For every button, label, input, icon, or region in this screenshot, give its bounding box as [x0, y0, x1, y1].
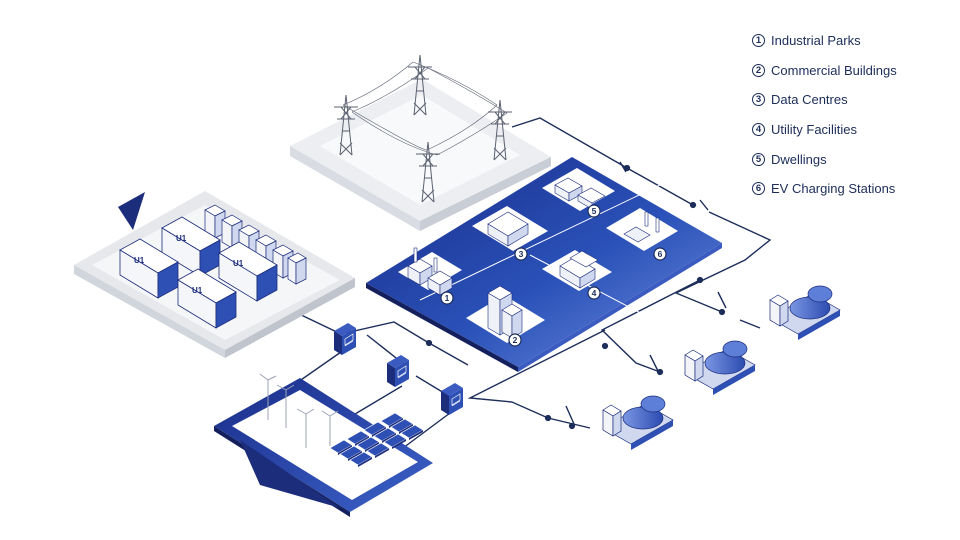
legend-label: Data Centres	[771, 92, 848, 108]
power-lines	[342, 61, 508, 156]
legend-number: 2	[752, 63, 765, 77]
solar-panels-icon	[329, 412, 424, 467]
legend-label: EV Charging Stations	[771, 181, 896, 197]
legend-number: 1	[752, 34, 765, 48]
legend-number: 6	[752, 182, 765, 196]
legend-label: Dwellings	[771, 151, 827, 167]
solar-panel	[390, 418, 414, 434]
inverter-icon	[334, 323, 463, 415]
svg-text:1: 1	[445, 293, 450, 303]
legend-label: Industrial Parks	[771, 33, 861, 49]
inverter-box	[441, 383, 463, 415]
legend-item-ev-charging-stations: 6 EV Charging Stations	[752, 174, 952, 204]
solar-panel	[356, 436, 380, 452]
marker-6: 6	[653, 247, 667, 261]
connection-lines	[296, 117, 772, 449]
marker-4: 4	[587, 286, 601, 300]
facility-markers: 1 2 3 4 5 6	[440, 204, 667, 347]
pylon-icon	[334, 54, 512, 203]
container-unit	[218, 241, 278, 302]
inverter-box	[387, 355, 409, 387]
legend-number: 3	[752, 93, 765, 107]
solar-panel	[329, 439, 353, 455]
svg-text:4: 4	[592, 288, 597, 298]
svg-text:3: 3	[519, 249, 524, 259]
switch-symbols	[425, 161, 727, 430]
legend-label: Utility Facilities	[771, 122, 857, 138]
legend-item-commercial-buildings: 2 Commercial Buildings	[752, 56, 952, 86]
legend-item-dwellings: 5 Dwellings	[752, 144, 952, 174]
battery-storage-pad	[74, 191, 355, 358]
solar-panel	[366, 442, 390, 458]
marker-3: 3	[514, 247, 528, 261]
solar-panel	[346, 430, 370, 446]
marker-1: 1	[440, 291, 454, 305]
facility-buildings	[407, 177, 660, 339]
legend-item-industrial-parks: 1 Industrial Parks	[752, 26, 952, 56]
solar-panel	[380, 412, 404, 428]
svg-text:5: 5	[592, 206, 597, 216]
generator-icon	[602, 285, 841, 450]
legend-number: 4	[752, 123, 765, 137]
legend-label: Commercial Buildings	[771, 62, 897, 78]
solar-panel	[339, 445, 363, 461]
solar-panel	[363, 421, 387, 437]
solar-panel	[349, 451, 373, 467]
svg-text:6: 6	[658, 249, 663, 259]
legend-number: 5	[752, 152, 765, 166]
solar-panel	[400, 424, 424, 440]
container-unit	[119, 238, 179, 299]
wind-turbine-icon	[259, 373, 339, 448]
container-unit	[177, 268, 237, 329]
legend: 1 Industrial Parks 2 Commercial Building…	[752, 26, 952, 204]
marker-2: 2	[508, 333, 522, 347]
container-label: U1	[192, 286, 203, 295]
solar-panel	[373, 427, 397, 443]
container-label: U1	[176, 234, 187, 243]
generator-unit	[684, 340, 756, 395]
generator-unit	[602, 395, 674, 450]
inverter-box	[334, 323, 356, 355]
renewables-pad	[214, 378, 433, 517]
container-label: U1	[233, 259, 244, 268]
container-label: U1	[134, 256, 145, 265]
legend-item-utility-facilities: 4 Utility Facilities	[752, 115, 952, 145]
marker-5: 5	[587, 204, 601, 218]
battery-containers: U1 U1 U1 U1	[119, 204, 307, 329]
legend-item-data-centres: 3 Data Centres	[752, 85, 952, 115]
generator-unit	[769, 285, 841, 340]
central-load-pad	[366, 157, 722, 372]
svg-text:2: 2	[513, 335, 518, 345]
solar-panel	[383, 433, 407, 449]
